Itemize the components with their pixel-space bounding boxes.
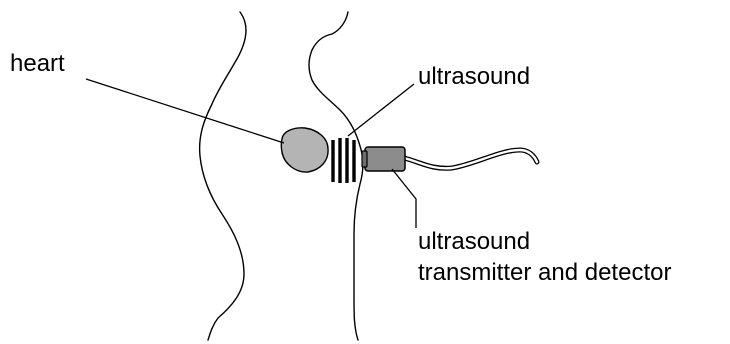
heart-label: heart: [10, 50, 65, 77]
ultrasound-leader-line: [348, 84, 414, 136]
ultrasound-waves: [333, 138, 354, 183]
probe-leader-line: [392, 169, 416, 228]
body-back-outline: [200, 12, 246, 340]
probe-tip: [362, 151, 367, 167]
probe-body: [365, 147, 405, 171]
ultrasound-label: ultrasound: [418, 63, 530, 90]
probe-label-line2: transmitter and detector: [418, 259, 671, 286]
probe-label-line1: ultrasound: [418, 228, 530, 255]
heart-leader-line: [86, 79, 284, 143]
heart-shape: [281, 128, 328, 172]
